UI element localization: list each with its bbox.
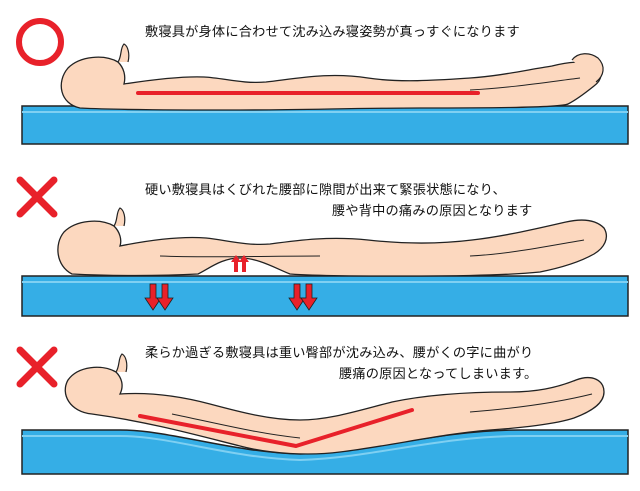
mattress-flat — [21, 105, 629, 145]
panel-correct — [16, 18, 629, 145]
panel-soft — [16, 346, 629, 475]
caption-correct-line-1: 敷寝具が身体に合わせて沈み込み寝姿勢が真っすぐになります — [145, 25, 520, 40]
pressure-arrows-shoulder — [144, 283, 174, 311]
panel-hard — [16, 176, 629, 317]
mattress-hard — [21, 275, 629, 317]
spine-line-bent — [138, 408, 414, 448]
caption-soft-line-1: 柔らか過ぎる敷寝具は重い臀部が沈み込み、腰がくの字に曲がり — [145, 346, 534, 361]
body-on-hard-mattress — [57, 207, 608, 277]
caption-hard-line-1: 硬い敷寝具はくびれた腰部に隙間が出来て緊張状態になり、 — [145, 183, 506, 198]
caption-soft-line-2: 腰痛の原因となってしまいます。 — [339, 367, 538, 382]
caption-hard-line-2: 腰や背中の痛みの原因となります — [332, 204, 533, 219]
body-sinking — [64, 353, 605, 455]
cross-mark-soft — [16, 346, 58, 388]
body-straight — [60, 43, 604, 111]
correct-circle-mark — [16, 18, 64, 66]
pressure-arrows-hip — [288, 283, 318, 311]
gap-arrows-up — [231, 255, 249, 272]
cross-mark-hard — [16, 176, 58, 218]
